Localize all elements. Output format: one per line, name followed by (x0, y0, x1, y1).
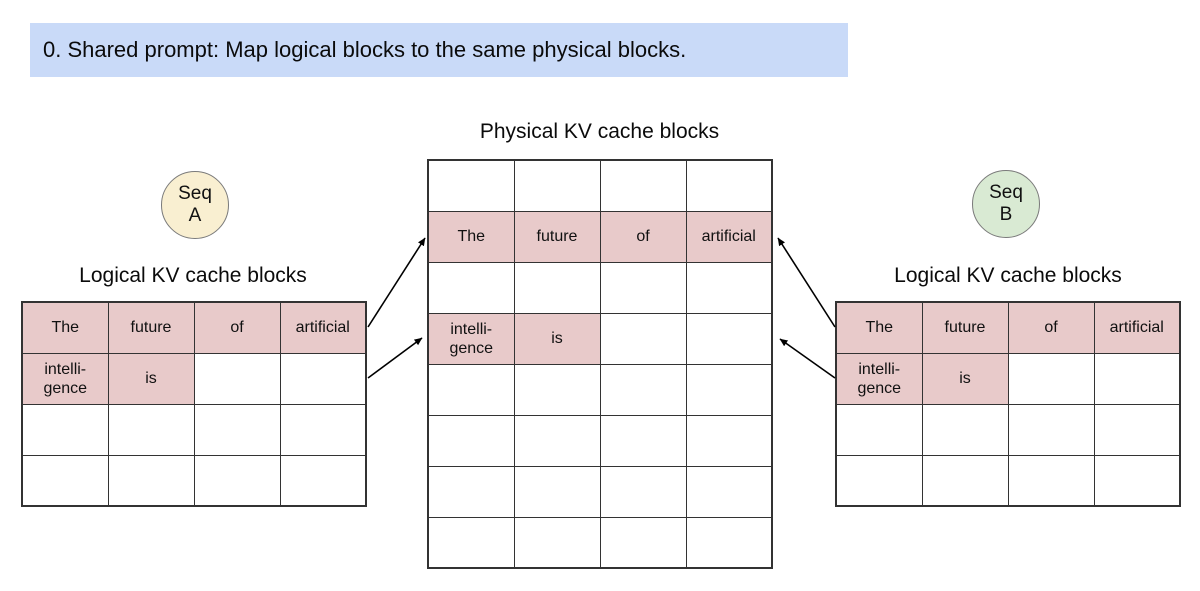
table-row (427, 414, 773, 467)
table-cell: future (107, 301, 195, 354)
table-cell: of (599, 210, 687, 263)
table-row (835, 403, 1181, 456)
table-row (427, 516, 773, 569)
slide-title: 0. Shared prompt: Map logical blocks to … (43, 37, 687, 62)
table-row (835, 454, 1181, 507)
table-row (21, 403, 367, 456)
table-cell (835, 454, 923, 507)
table-cell (427, 414, 515, 467)
table-cell (279, 403, 367, 456)
table-cell: of (193, 301, 281, 354)
logical-b-table-title: Logical KV cache blocks (894, 264, 1122, 287)
table-cell: of (1007, 301, 1095, 354)
table-cell (1007, 403, 1095, 456)
table-cell (599, 159, 687, 212)
table-row (427, 159, 773, 212)
table-cell (427, 465, 515, 518)
table-cell (513, 261, 601, 314)
table-row (21, 454, 367, 507)
table-cell: is (107, 352, 195, 405)
table-cell (599, 516, 687, 569)
table-cell (513, 363, 601, 416)
table-cell (513, 465, 601, 518)
table-cell (427, 363, 515, 416)
physical-table-title: Physical KV cache blocks (479, 120, 720, 143)
table-cell (599, 363, 687, 416)
table-cell (279, 454, 367, 507)
table-cell: artificial (685, 210, 773, 263)
table-cell: intelli-gence (427, 312, 515, 365)
table-cell: The (835, 301, 923, 354)
slide-title-banner: 0. Shared prompt: Map logical blocks to … (30, 23, 848, 77)
arrow-seqb-block0-to-physical (777, 237, 836, 328)
arrow-seqa-block0-to-physical (367, 237, 426, 328)
table-row (427, 465, 773, 518)
table-cell (107, 454, 195, 507)
table-cell: intelli-gence (835, 352, 923, 405)
arrow-seqa-block1-to-physical (367, 337, 423, 379)
table-cell (21, 403, 109, 456)
table-cell (21, 454, 109, 507)
table-cell (427, 261, 515, 314)
table-cell (685, 312, 773, 365)
table-cell (513, 516, 601, 569)
table-cell (1007, 454, 1095, 507)
table-cell (599, 261, 687, 314)
table-cell: intelli-gence (21, 352, 109, 405)
table-cell (685, 414, 773, 467)
table-cell (599, 465, 687, 518)
table-cell (1093, 403, 1181, 456)
table-cell (685, 516, 773, 569)
table-cell (1007, 352, 1095, 405)
table-cell (1093, 352, 1181, 405)
table-cell (193, 352, 281, 405)
table-cell: artificial (1093, 301, 1181, 354)
table-cell (1093, 454, 1181, 507)
table-cell (513, 414, 601, 467)
table-cell (427, 159, 515, 212)
seq-b-label-line2: B (999, 204, 1013, 225)
table-cell (513, 159, 601, 212)
table-cell: is (921, 352, 1009, 405)
seq-a-badge: Seq A (161, 171, 229, 239)
table-cell (921, 403, 1009, 456)
arrow-seqb-block1-to-physical (779, 338, 836, 379)
table-cell (427, 516, 515, 569)
table-row (427, 363, 773, 416)
seq-b-label-line1: Seq (989, 182, 1023, 203)
table-cell (685, 261, 773, 314)
seq-a-label-line2: A (188, 205, 202, 226)
table-cell: future (513, 210, 601, 263)
table-cell (193, 403, 281, 456)
seq-a-label-line1: Seq (178, 183, 212, 204)
logical-a-table-title: Logical KV cache blocks (79, 264, 307, 287)
table-cell (685, 363, 773, 416)
table-cell: future (921, 301, 1009, 354)
table-cell (835, 403, 923, 456)
seq-b-badge: Seq B (972, 170, 1040, 238)
table-cell (193, 454, 281, 507)
table-cell (599, 414, 687, 467)
table-cell: The (427, 210, 515, 263)
table-cell: is (513, 312, 601, 365)
table-cell (685, 159, 773, 212)
table-cell (279, 352, 367, 405)
table-cell (685, 465, 773, 518)
table-cell: The (21, 301, 109, 354)
table-cell (921, 454, 1009, 507)
table-cell (107, 403, 195, 456)
table-cell: artificial (279, 301, 367, 354)
table-cell (599, 312, 687, 365)
table-row (427, 261, 773, 314)
